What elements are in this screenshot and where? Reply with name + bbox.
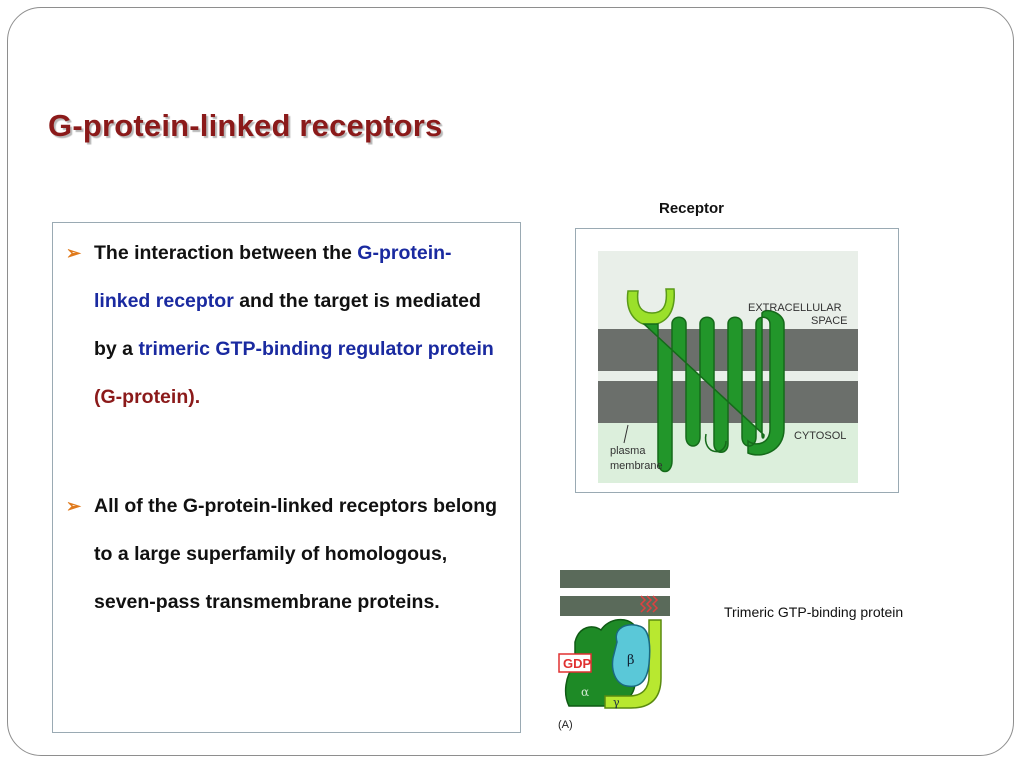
beta-label: β bbox=[627, 653, 635, 668]
membrane-pointer-line bbox=[623, 424, 629, 444]
bullet-item-2: ➢ All of the G-protein-linked receptors … bbox=[66, 482, 506, 626]
gamma-subunit bbox=[604, 619, 662, 709]
gamma-label: γ bbox=[613, 696, 620, 709]
bullet-text-1: The interaction between the G-protein-li… bbox=[66, 229, 506, 421]
trimeric-protein-caption: Trimeric GTP-binding protein bbox=[724, 604, 904, 620]
gprotein-diagram-svg: GDP β α γ (A) bbox=[558, 570, 670, 731]
membrane-label: membrane bbox=[610, 460, 663, 472]
bullet-item-1: ➢ The interaction between the G-protein-… bbox=[66, 229, 506, 421]
bullet-arrow-icon: ➢ bbox=[66, 496, 82, 516]
gdp-badge bbox=[558, 653, 592, 673]
gprotein-membrane-upper bbox=[560, 570, 670, 588]
bullet-text-2: All of the G-protein-linked receptors be… bbox=[94, 495, 498, 613]
bullet-1-highlight-gprotein: (G-protein). bbox=[94, 386, 201, 408]
gprotein-membrane-lower bbox=[560, 596, 670, 616]
cytosol-label: CYTOSOL bbox=[794, 430, 846, 442]
receptor-transmembrane-helices bbox=[642, 309, 785, 473]
bullet-1-highlight-receptor: G-protein-linked receptor bbox=[94, 242, 452, 312]
alpha-label: α bbox=[581, 685, 589, 699]
bullet-1-segment: The interaction between the bbox=[94, 242, 358, 264]
bullet-arrow-icon: ➢ bbox=[66, 243, 82, 263]
gdp-label: GDP bbox=[563, 656, 592, 671]
slide-title: G-protein-linked receptors bbox=[48, 108, 443, 143]
bullet-1-highlight-regulator: trimeric GTP-binding regulator protein bbox=[138, 338, 494, 360]
receptor-caption: Receptor bbox=[659, 200, 725, 217]
extracellular-label: EXTRACELLULAR bbox=[748, 302, 842, 314]
receptor-diagram-svg: EXTRACELLULAR SPACE CYTOSOL plasma membr… bbox=[598, 251, 858, 483]
beta-subunit bbox=[611, 624, 651, 688]
panel-a-label: (A) bbox=[558, 719, 573, 731]
lipid-anchor-marks bbox=[639, 595, 659, 613]
plasma-label: plasma bbox=[610, 445, 646, 457]
receptor-figure: EXTRACELLULAR SPACE CYTOSOL plasma membr… bbox=[575, 228, 899, 493]
gprotein-figure: GDP β α γ (A) bbox=[553, 566, 678, 736]
space-label: SPACE bbox=[811, 315, 847, 327]
bullet-1-segment: and the target is mediated by a bbox=[94, 290, 481, 360]
bullet-text-box: ➢ The interaction between the G-protein-… bbox=[52, 222, 521, 733]
receptor-intracellular-loop bbox=[704, 433, 727, 453]
